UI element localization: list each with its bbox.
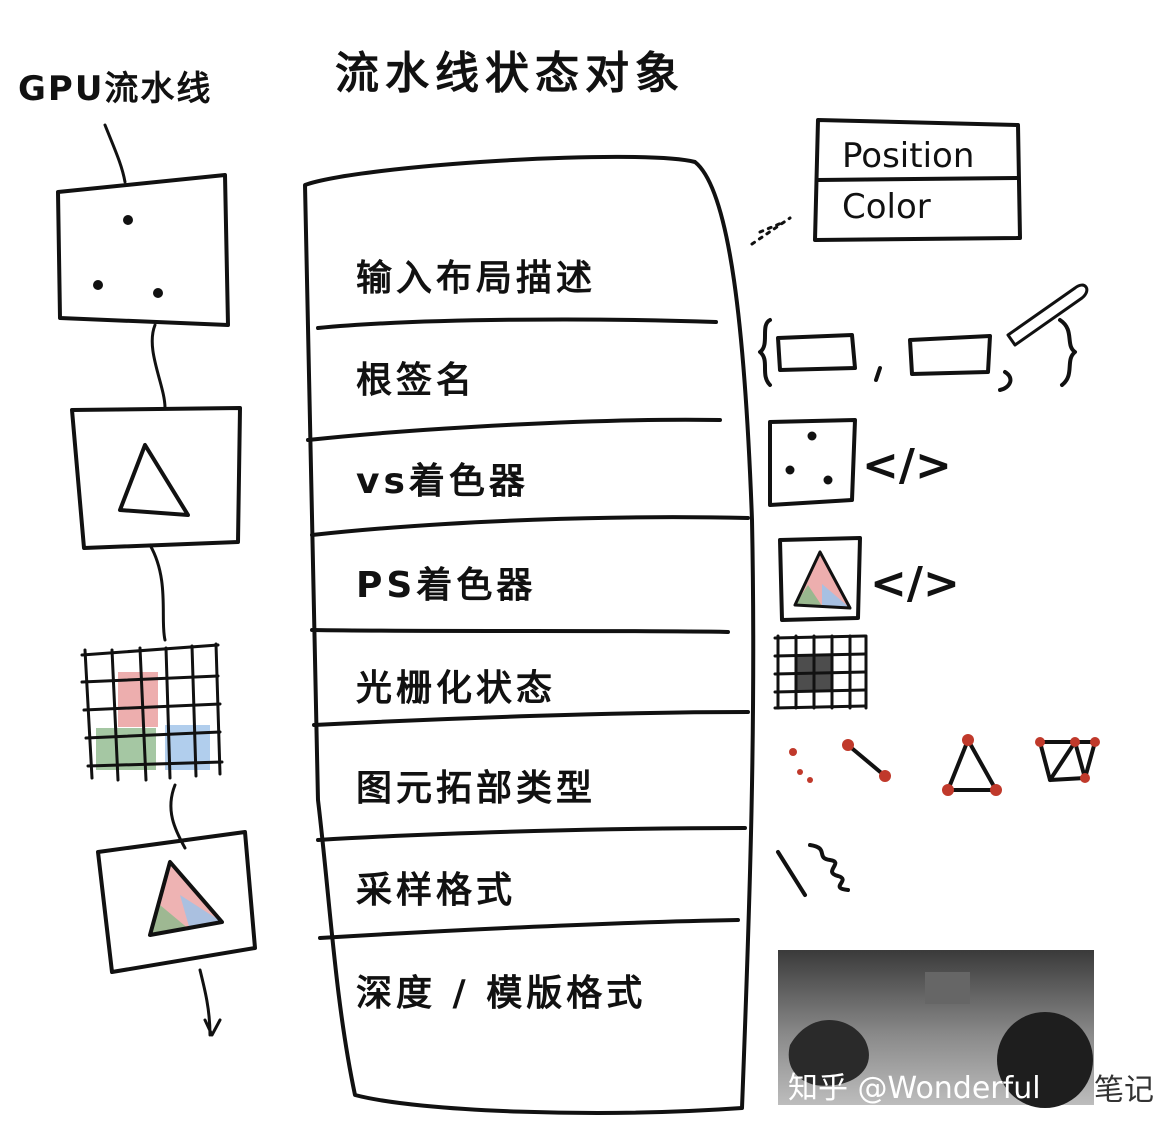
stack-item-root-signature: 根签名 [356,360,476,401]
gpu-pipeline-chain [56,123,257,1037]
point-list-icon [789,748,813,783]
vertex-dot [153,288,163,298]
connector-3 [169,783,187,850]
stack-outline [303,154,756,1115]
stack-item-pixel-shader: PS着色器 [356,565,536,606]
dotted-pointer [750,216,792,246]
rasterizer-grid-icon [773,634,868,710]
ps-code-icon: </> [778,536,960,622]
connector-bottom [198,968,222,1037]
vs-code-icon: </> [768,418,952,507]
depth-buffer-image: 知乎 @Wonderful 笔记 [778,950,1154,1108]
stage-pixel-shader [96,830,257,974]
pen-icon [1006,283,1089,347]
triangle-strip-icon [1035,737,1100,783]
diagram-title: 流水线状态对象 [335,48,685,99]
gpu-pipeline-label: GPU流水线 [18,69,212,109]
line-list-icon [842,739,891,782]
legend-position: Position [842,136,974,176]
connector-2 [148,543,167,642]
root-signature-icon [758,283,1089,392]
code-glyph: </> [870,558,960,609]
input-layout-legend: Position Color [750,118,1022,246]
stack-item-vertex-shader: vs着色器 [356,461,529,502]
stage-vertex-shader [70,406,242,550]
stack-item-rasterizer-state: 光栅化状态 [356,668,556,709]
watermark-text: 知乎 @Wonderful [788,1071,1041,1106]
stage-rasterizer [80,642,224,782]
connector-top [103,123,127,184]
primitive-topology-icons [789,734,1100,796]
triangle-list-icon [942,734,1002,796]
watermark-tail: 笔记 [1094,1073,1154,1108]
vertex-dot [93,280,103,290]
code-glyph: </> [862,440,952,491]
stack-item-sample-format: 采样格式 [356,870,516,911]
stack-item-input-layout: 输入布局描述 [356,258,596,299]
stack-item-primitive-topology: 图元拓部类型 [356,768,596,809]
stage-input-assembler [56,173,230,327]
vertex-dot [123,215,133,225]
sample-format-icon [776,843,850,897]
shaded-triangle-icon [148,860,224,937]
triangle-icon [118,443,190,517]
connector-1 [150,323,167,410]
pso-stack: 输入布局描述 根签名 vs着色器 PS着色器 光栅化状态 图元拓部类型 采样格式… [303,154,756,1115]
stack-item-depth-stencil-format: 深度 / 模版格式 [356,973,646,1014]
legend-color: Color [842,187,931,227]
